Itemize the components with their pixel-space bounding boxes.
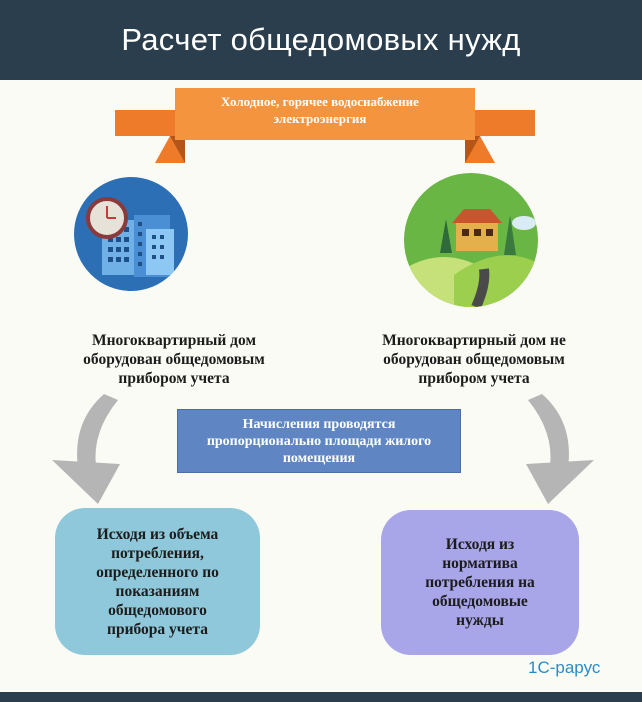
result-line: нужды xyxy=(456,612,504,629)
left-curved-arrow-icon xyxy=(52,394,120,504)
caption-line: Многоквартирный дом xyxy=(91,332,257,349)
ribbon-text: Холодное, горячее водоснабжение электроэ… xyxy=(180,93,460,127)
left-caption: Многоквартирный дом оборудован общедомов… xyxy=(49,331,299,388)
result-line: общедомового xyxy=(108,601,207,619)
page-title: Расчет общедомовых нужд xyxy=(121,22,521,57)
ribbon-banner xyxy=(115,88,535,163)
result-line: Исходя из xyxy=(445,536,515,553)
result-line: потребления на xyxy=(425,574,535,591)
result-line: норматива xyxy=(442,555,518,572)
caption-line: прибором учета xyxy=(418,370,530,387)
result-line: общедомовые xyxy=(432,593,528,610)
footer-bar xyxy=(0,692,642,702)
brand-logo: 1С-рарус xyxy=(528,658,601,677)
result-line: потребления, xyxy=(111,544,204,562)
right-curved-arrow-icon xyxy=(526,394,594,504)
middle-line: помещения xyxy=(282,450,356,466)
result-line: показаниям xyxy=(115,582,200,600)
caption-line: оборудован общедомовым xyxy=(83,351,265,368)
header-bar: Расчет общедомовых нужд xyxy=(0,0,642,80)
result-line: прибора учета xyxy=(107,620,208,638)
right-result-box: Исходя из норматива потребления на общед… xyxy=(381,510,579,655)
ribbon-line: электроэнергия xyxy=(273,111,367,126)
caption-line: Многоквартирный дом не xyxy=(382,332,566,349)
caption-line: оборудован общедомовым xyxy=(383,351,565,368)
house-landscape-icon xyxy=(404,173,538,307)
caption-line: прибором учета xyxy=(118,370,230,387)
ribbon-line: Холодное, горячее водоснабжение xyxy=(221,94,419,109)
result-line: Исходя из объема xyxy=(96,525,219,543)
left-result-box: Исходя из объема потребления, определенн… xyxy=(55,508,260,655)
middle-line: пропорционально площади жилого xyxy=(206,433,432,449)
result-line: определенного по xyxy=(96,563,219,581)
apartment-building-clock-icon xyxy=(74,177,188,291)
right-caption: Многоквартирный дом не оборудован общедо… xyxy=(349,331,599,388)
middle-line: Начисления проводятся xyxy=(242,416,396,432)
middle-info-box: Начисления проводятся пропорционально пл… xyxy=(177,409,461,473)
